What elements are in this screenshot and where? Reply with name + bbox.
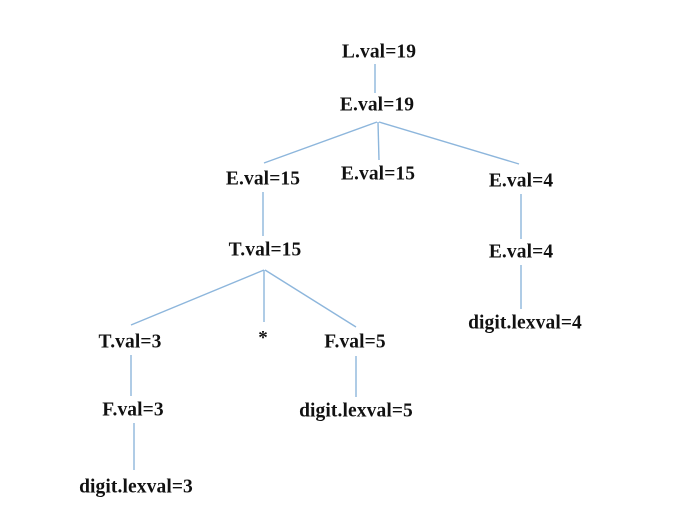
tree-edge [377, 121, 380, 161]
tree-node-n13: digit.lexval=3 [79, 476, 193, 498]
tree-edge [263, 121, 378, 164]
tree-edge [378, 121, 520, 165]
tree-node-n9: * [258, 327, 268, 349]
tree-node-n4: E.val=4 [488, 170, 554, 192]
tree-node-n6: E.val=4 [488, 241, 554, 263]
tree-node-n10: F.val=5 [324, 331, 386, 353]
tree-edge [264, 269, 357, 328]
tree-node-n5: T.val=15 [228, 239, 302, 261]
tree-edge [130, 269, 265, 326]
tree-node-n12: digit.lexval=5 [299, 400, 413, 422]
tree-node-n8: T.val=3 [98, 331, 162, 353]
tree-node-n0: L.val=19 [341, 41, 417, 63]
tree-node-n7: digit.lexval=4 [468, 312, 582, 334]
tree-node-n1: E.val=19 [339, 94, 415, 116]
tree-node-n3: E.val=15 [340, 163, 416, 185]
tree-node-n2: E.val=15 [225, 168, 301, 190]
tree-node-n11: F.val=3 [102, 399, 164, 421]
